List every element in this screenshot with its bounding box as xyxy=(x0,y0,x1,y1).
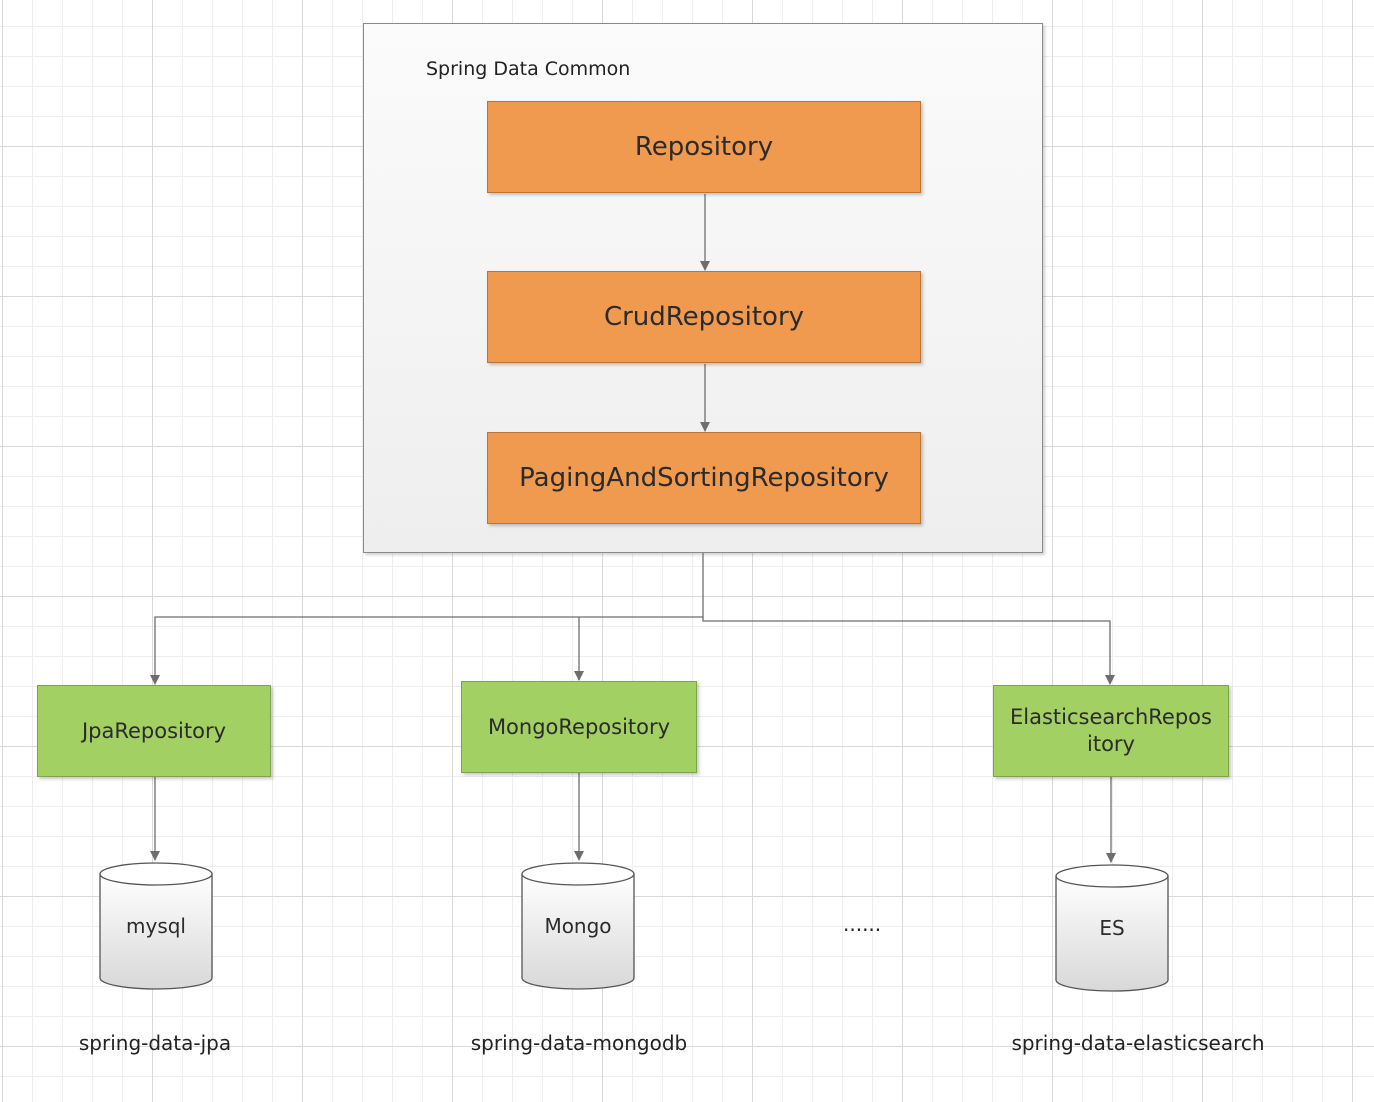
crudrepository-node: CrudRepository xyxy=(487,271,921,363)
elasticsearchrepository-node: ElasticsearchRepos itory xyxy=(993,685,1229,777)
pagingandsortingrepository-node: PagingAndSortingRepository xyxy=(487,432,921,524)
more-ellipsis: ...... xyxy=(843,912,882,936)
cylinder-icon xyxy=(99,862,213,990)
caption-spring-data-mongodb: spring-data-mongodb xyxy=(470,1031,688,1055)
mysql-label: mysql xyxy=(126,914,186,938)
jparepository-node: JpaRepository xyxy=(37,685,271,777)
es-label: ES xyxy=(1099,916,1125,940)
mongo-label: Mongo xyxy=(544,914,612,938)
caption-spring-data-elasticsearch: spring-data-elasticsearch xyxy=(1011,1031,1265,1055)
mongo-database: Mongo xyxy=(519,861,637,991)
mongorepository-node: MongoRepository xyxy=(461,681,697,773)
group-title: Spring Data Common xyxy=(426,58,631,80)
es-database: ES xyxy=(1053,863,1171,993)
repository-node: Repository xyxy=(487,101,921,193)
caption-spring-data-jpa: spring-data-jpa xyxy=(78,1031,232,1055)
arrow-common-to-elasticsearchrepository xyxy=(702,617,1115,685)
mysql-database: mysql xyxy=(97,861,215,991)
cylinder-icon xyxy=(521,862,635,990)
arrow-common-to-jparepository xyxy=(150,553,704,685)
cylinder-icon xyxy=(1055,864,1169,992)
